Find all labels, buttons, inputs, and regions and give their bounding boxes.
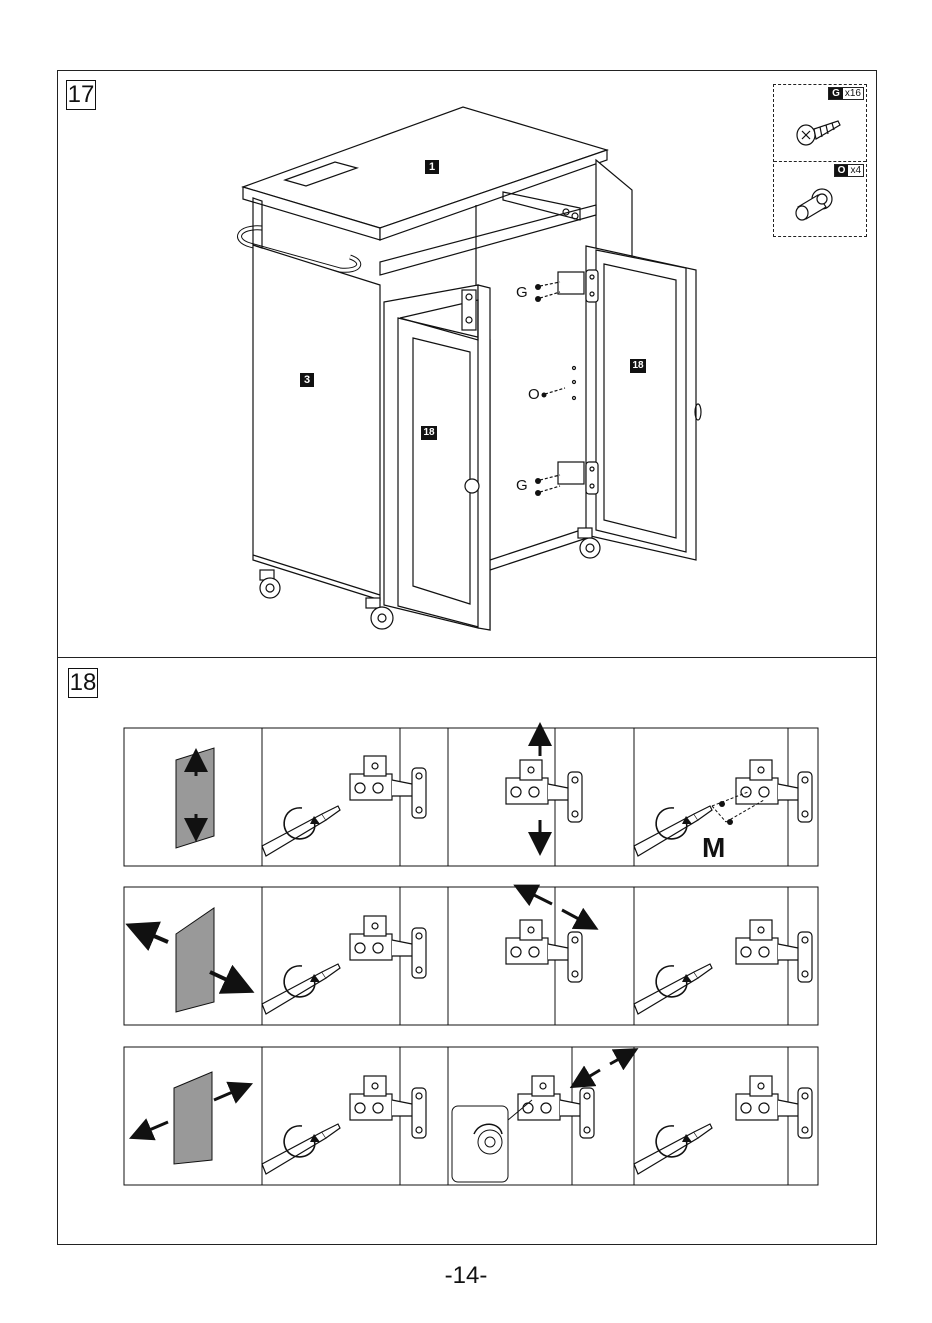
part-label-top: 1 [425,160,439,174]
callout-g-top: G [516,284,528,301]
hardware-g-qty: x16 [843,88,863,99]
row2-door [140,908,240,1012]
callout-g-bottom: G [516,477,528,494]
hardware-divider [774,161,866,162]
hardware-o-qty: x4 [848,165,863,176]
callout-o-knob: O [528,386,540,403]
row1-door [176,748,214,848]
part-label-side: 3 [300,373,314,387]
hardware-g-badge: G x16 [828,87,864,100]
step-18-number: 18 [68,668,98,698]
hardware-o-badge: O x4 [834,164,864,177]
part-label-door-left: 18 [421,426,437,440]
step-18-illustration [0,720,932,1280]
hardware-g-letter: G [829,88,843,99]
screw-m-label: M [702,832,725,864]
part-label-door-right: 18 [630,359,646,373]
knob-icon [792,185,842,229]
row3-door [140,1072,242,1164]
screw-icon [794,111,844,151]
hardware-o-letter: O [835,165,849,176]
page-number: -14- [0,1262,932,1290]
hardware-legend: G x16 O x4 [773,84,867,237]
